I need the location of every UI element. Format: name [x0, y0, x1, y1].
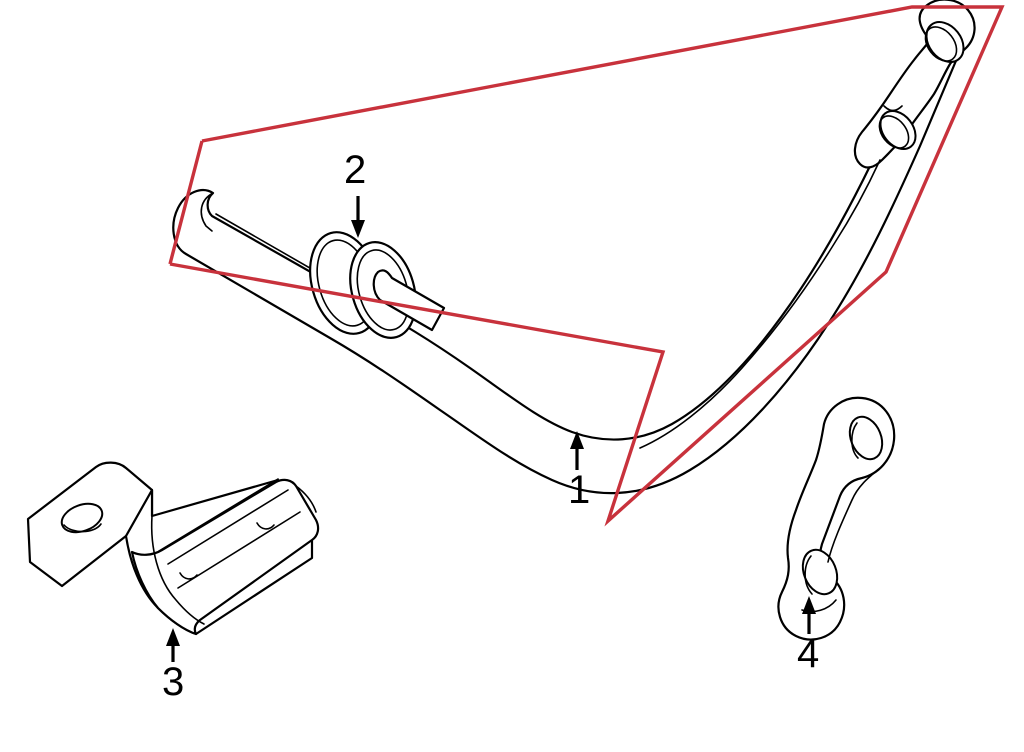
callout-arrow-4	[802, 596, 816, 634]
stabilizer-bar-end-cap	[200, 192, 214, 232]
selected-part-outline[interactable]	[169, 5, 1005, 527]
stabilizer-bar-waist-notch	[883, 105, 903, 112]
bracket-bend-seam	[150, 515, 205, 625]
bracket-dimple-mark-1	[179, 572, 198, 580]
bracket-groove-line-3	[158, 478, 279, 552]
callout-label-2: 2	[344, 148, 367, 192]
stabilizer-bar-eye-hole-lower-inner	[878, 115, 910, 149]
selected-part-outline-close	[168, 140, 204, 265]
callout-label-3: 3	[162, 660, 185, 704]
bracket-groove-line-1	[167, 489, 289, 565]
link-plate-edge-contour	[827, 467, 881, 563]
stabilizer-bar-body	[172, 38, 960, 495]
bushing-bore-bar-passthrough	[372, 269, 446, 332]
stabilizer-link-plate[interactable]	[777, 396, 896, 641]
callout-arrow-1	[570, 431, 584, 470]
bracket-groove-line-2	[177, 511, 301, 589]
stabilizer-bar[interactable]	[172, 0, 976, 495]
bracket-dimple-mark-2	[256, 522, 275, 530]
stabilizer-bar-bracket[interactable]	[26, 461, 320, 636]
callout-arrow-3	[166, 628, 180, 662]
link-plate-hole-lower-depth	[804, 555, 813, 595]
stabilizer-bar-eye-hole-upper	[925, 21, 965, 63]
stabilizer-bar-seam-right	[639, 159, 881, 449]
stabilizer-bar-bushing[interactable]	[299, 224, 446, 346]
bracket-mounting-hole-depth	[63, 523, 102, 533]
callout-arrow-2	[351, 196, 365, 238]
bracket-channel-face	[130, 478, 320, 636]
stabilizer-bar-eye-hole-upper-inner	[924, 26, 958, 62]
callout-label-4: 4	[797, 632, 820, 676]
bracket-end-cap	[295, 485, 317, 513]
stabilizer-bar-eye-hole-lower	[879, 110, 917, 150]
bracket-mounting-hole	[60, 502, 104, 534]
link-plate-hole-upper-depth	[851, 422, 859, 459]
callout-label-1: 1	[568, 468, 591, 512]
